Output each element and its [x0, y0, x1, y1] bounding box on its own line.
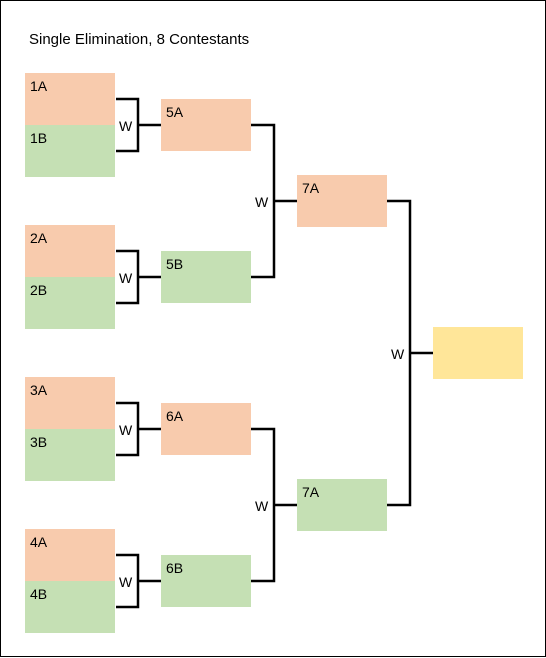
slot-champion: [433, 327, 523, 379]
slot-6a: 6A: [161, 403, 251, 455]
slot-6b: 6B: [161, 555, 251, 607]
connector-r1-4: [116, 553, 161, 609]
slot-7a-bottom: 7A: [297, 479, 387, 531]
winner-label-r1-3: W: [119, 422, 133, 438]
winner-label-r2-1: W: [255, 194, 269, 210]
winner-label-r1-2: W: [119, 270, 133, 286]
slot-4b: 4B: [25, 581, 115, 633]
slot-7a-top: 7A: [297, 175, 387, 227]
slot-2b: 2B: [25, 277, 115, 329]
connector-r1-3: [116, 401, 161, 457]
winner-label-r1-4: W: [119, 574, 133, 590]
winner-label-r1-1: W: [119, 118, 133, 134]
slot-1b: 1B: [25, 125, 115, 177]
connector-r1-1: [116, 97, 161, 153]
slot-5b: 5B: [161, 251, 251, 303]
winner-label-r2-2: W: [255, 498, 269, 514]
slot-2a: 2A: [25, 225, 115, 277]
connector-r2-1: [251, 123, 297, 279]
bracket-title: Single Elimination, 8 Contestants: [29, 31, 250, 48]
slot-3b: 3B: [25, 429, 115, 481]
slot-3a: 3A: [25, 377, 115, 429]
connector-r2-2: [251, 427, 297, 583]
connector-r1-2: [116, 249, 161, 305]
slot-4a: 4A: [25, 529, 115, 581]
winner-label-r3: W: [391, 346, 405, 362]
connector-r3: [387, 199, 433, 507]
slot-1a: 1A: [25, 73, 115, 125]
slot-5a: 5A: [161, 99, 251, 151]
